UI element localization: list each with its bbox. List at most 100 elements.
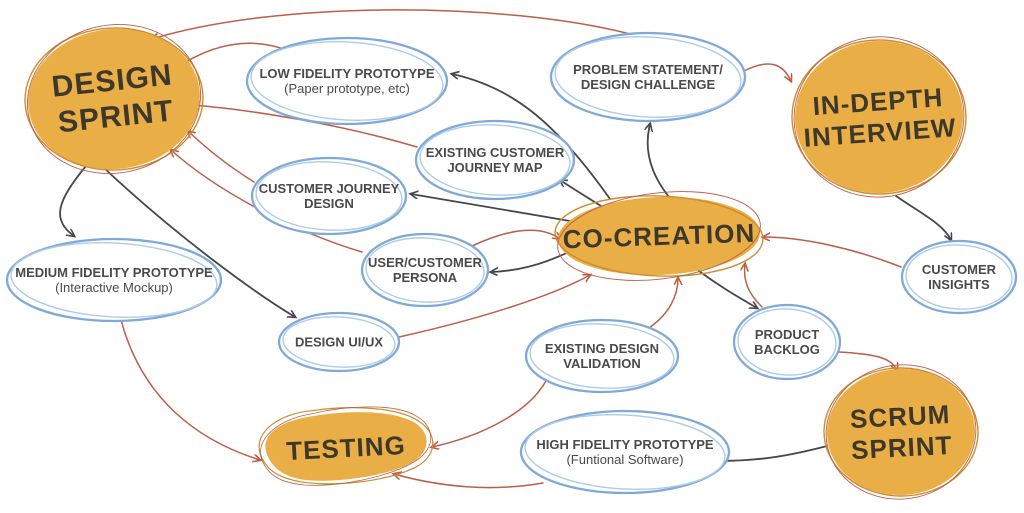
node-label-customer-journey-design-line2: DESIGN <box>304 196 354 211</box>
highlight-blob-shape <box>265 412 427 481</box>
node-label-customer-insights-line2: INSIGHTS <box>928 277 990 292</box>
node-ellipse-inner <box>905 244 1013 310</box>
edge-problem-statement-design-challenge-to-design-sprint <box>152 9 631 39</box>
node-label-design-ui-ux-line1: DESIGN UI/UX <box>295 335 383 350</box>
sketch-outline-2 <box>260 406 431 486</box>
node-ellipse-shape <box>524 318 680 394</box>
node-ellipse-shape <box>549 31 747 123</box>
node-ellipse-inner <box>419 124 571 196</box>
node-label-problem-statement-design-challenge-line1: PROBLEM STATEMENT/ <box>573 62 723 77</box>
edge-co-creation-to-problem-statement-design-challenge <box>648 124 670 198</box>
node-problem-statement-design-challenge: PROBLEM STATEMENT/DESIGN CHALLENGE <box>549 31 747 123</box>
sketch-outline-2 <box>793 36 965 198</box>
edge-design-ui-ux-to-co-creation <box>398 275 590 338</box>
highlight-ellipse-shape <box>558 196 760 276</box>
highlight-ellipse-shape <box>795 40 963 194</box>
edge-in-depth-interview-to-customer-insights <box>895 195 951 240</box>
node-ellipse-shape <box>414 119 576 201</box>
edge-co-creation-to-low-fidelity-prototype <box>452 74 611 200</box>
node-ellipse-shape <box>519 409 731 495</box>
sketch-outline-2 <box>557 191 761 281</box>
node-label-medium-fidelity-prototype-line1: MEDIUM FIDELITY PROTOTYPE <box>15 265 213 280</box>
edge-problem-statement-design-challenge-to-in-depth-interview <box>743 63 791 81</box>
node-label-customer-insights-line1: CUSTOMER <box>922 262 997 277</box>
node-label-low-fidelity-prototype-line1: LOW FIDELITY PROTOTYPE <box>259 66 434 81</box>
node-ellipse-inner <box>282 316 396 368</box>
node-ellipse-shape <box>250 156 408 236</box>
edge-product-backlog-to-co-creation <box>745 264 763 308</box>
edge-co-creation-to-user-customer-persona <box>491 249 574 272</box>
highlight-ellipse-shape <box>28 28 200 170</box>
node-label-co-creation-line1: CO-CREATION <box>562 218 755 255</box>
node-ellipse-inner <box>365 237 485 303</box>
node-label-problem-statement-design-challenge-line2: DESIGN CHALLENGE <box>581 77 716 92</box>
node-label-existing-customer-journey-map-line2: JOURNEY MAP <box>447 160 542 175</box>
node-ellipse-inner <box>255 161 403 231</box>
node-label-scrum-sprint-line1: SCRUM <box>849 399 951 434</box>
sketch-outline <box>258 407 434 485</box>
edge-design-sprint-to-design-ui-ux <box>102 166 295 317</box>
node-ellipse-shape <box>277 311 401 373</box>
edge-customer-journey-design-to-design-sprint <box>188 131 255 183</box>
node-co-creation: CO-CREATION <box>554 191 764 281</box>
node-label-existing-design-validation-line2: VALIDATION <box>563 356 641 371</box>
sketch-outline <box>24 27 204 171</box>
node-label-scrum-sprint-line2: SPRINT <box>850 430 953 465</box>
node-ellipse-inner <box>529 323 675 389</box>
highlight-ellipse-shape <box>827 368 975 496</box>
node-medium-fidelity-prototype: MEDIUM FIDELITY PROTOTYPE(Interactive Mo… <box>5 237 223 323</box>
edge-co-creation-to-existing-customer-journey-map <box>560 180 602 207</box>
node-ellipse-shape <box>732 303 842 381</box>
node-label-medium-fidelity-prototype-line2: (Interactive Mockup) <box>55 280 173 295</box>
node-label-low-fidelity-prototype-line2: (Paper prototype, etc) <box>284 81 410 96</box>
edge-co-creation-to-product-backlog <box>698 270 757 308</box>
edge-low-fidelity-prototype-to-design-sprint <box>181 42 290 65</box>
node-ellipse-inner <box>554 36 742 118</box>
node-ellipse-inner <box>524 413 726 491</box>
edge-co-creation-to-customer-journey-design <box>411 194 571 222</box>
node-ellipse-shape <box>360 232 490 308</box>
sketch-outline-2 <box>26 24 202 174</box>
sketch-outline <box>791 39 967 195</box>
node-label-user-customer-persona-line1: USER/CUSTOMER <box>368 255 482 270</box>
sketch-outline <box>823 367 979 497</box>
node-ellipse-shape <box>900 239 1018 315</box>
node-high-fidelity-prototype: HIGH FIDELITY PROTOTYPE(Funtional Softwa… <box>519 409 731 495</box>
node-testing: TESTING <box>258 406 434 486</box>
node-ellipse-inner <box>10 241 218 319</box>
node-label-high-fidelity-prototype-line2: (Funtional Software) <box>566 452 683 467</box>
node-design-ui-ux: DESIGN UI/UX <box>277 311 401 373</box>
node-label-existing-customer-journey-map-line1: EXISTING CUSTOMER <box>426 145 565 160</box>
edge-high-fidelity-prototype-to-testing <box>394 474 544 489</box>
sketch-outline-2 <box>825 364 977 500</box>
edge-medium-fidelity-prototype-to-testing <box>120 319 260 460</box>
edge-user-customer-persona-to-co-creation <box>467 229 560 249</box>
edge-existing-design-validation-to-co-creation <box>648 278 678 329</box>
node-label-product-backlog-line1: PRODUCT <box>755 327 819 342</box>
node-label-customer-journey-design-line1: CUSTOMER JOURNEY <box>259 181 400 196</box>
node-label-high-fidelity-prototype-line1: HIGH FIDELITY PROTOTYPE <box>536 437 714 452</box>
node-label-product-backlog-line2: BACKLOG <box>754 342 820 357</box>
edge-existing-design-validation-to-testing <box>432 378 548 447</box>
node-ellipse-inner <box>737 308 837 376</box>
node-ellipse-shape <box>245 36 449 126</box>
edge-customer-insights-to-co-creation <box>763 237 902 268</box>
edge-design-sprint-to-medium-fidelity-prototype <box>59 165 87 236</box>
node-label-testing-line1: TESTING <box>285 430 406 466</box>
node-ellipse-shape <box>5 237 223 323</box>
sketch-outline <box>554 195 764 277</box>
edge-scrum-sprint-to-high-fidelity-prototype <box>716 445 828 461</box>
node-low-fidelity-prototype: LOW FIDELITY PROTOTYPE(Paper prototype, … <box>245 36 449 126</box>
node-ellipse-inner <box>250 41 444 121</box>
